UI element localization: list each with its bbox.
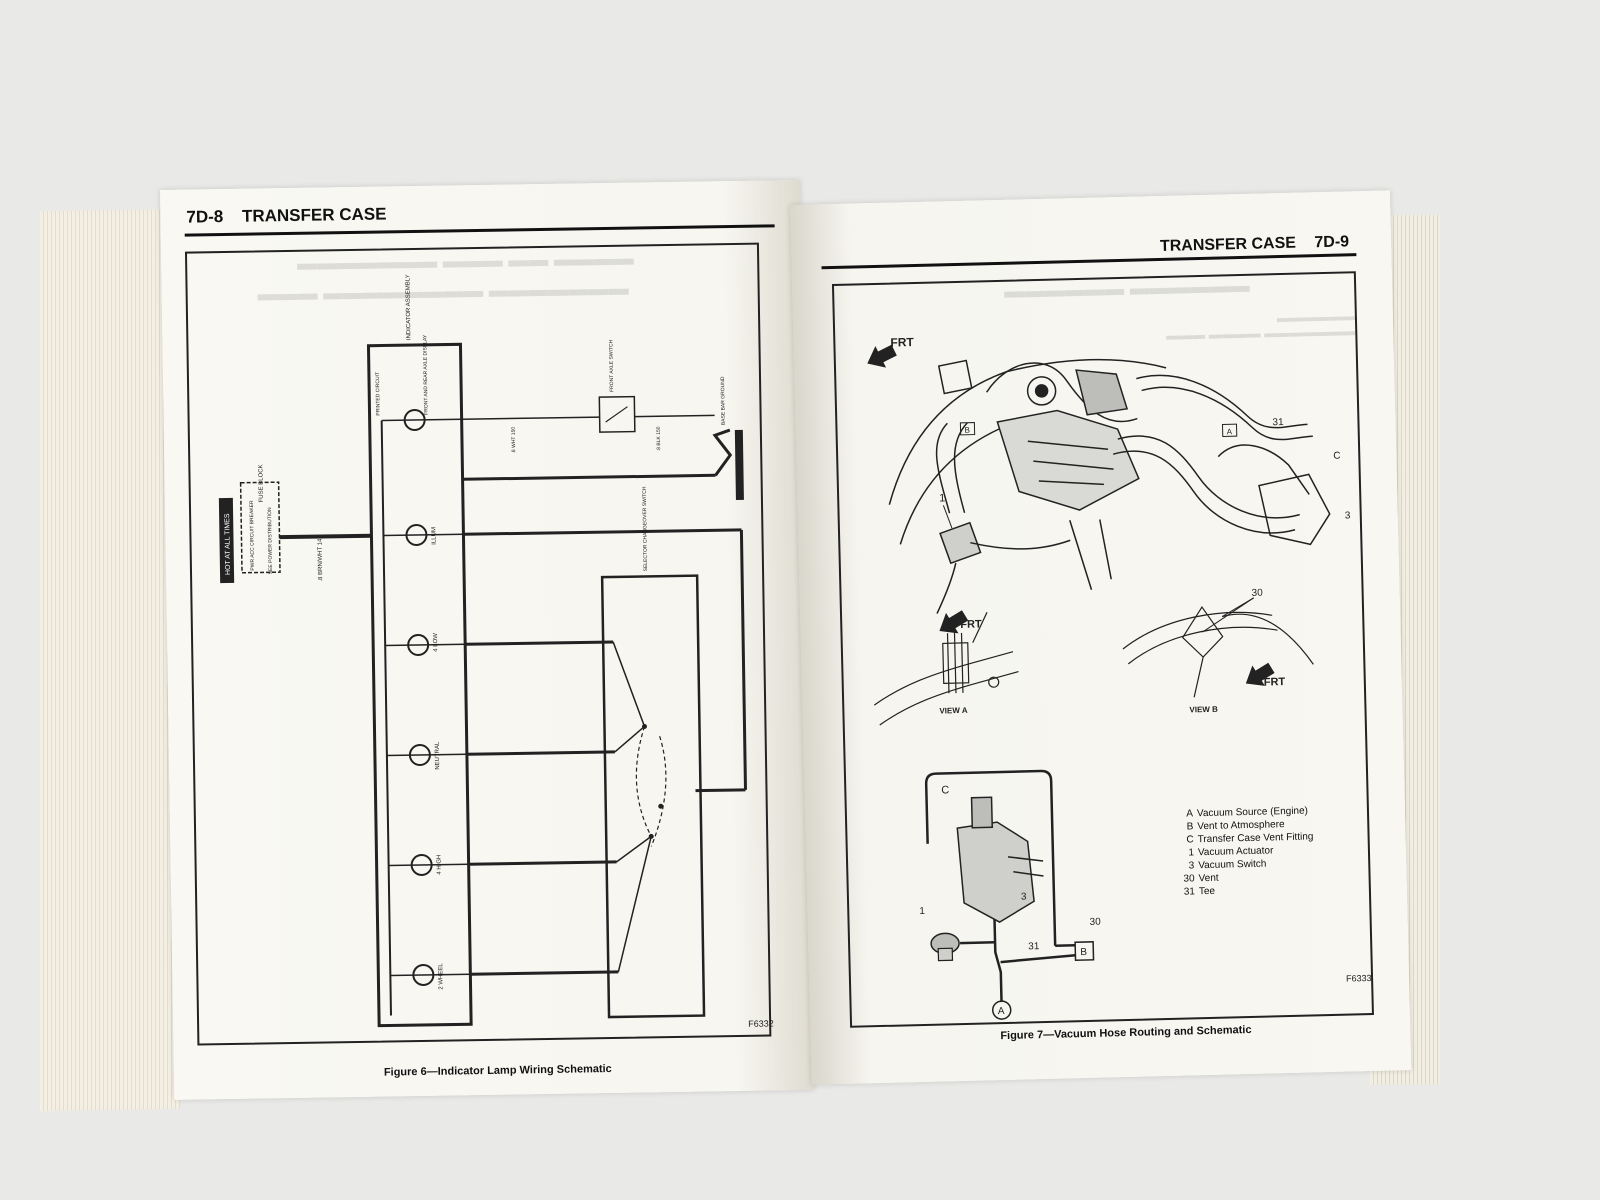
- callout-1-engine: 1: [939, 492, 945, 504]
- wiring-schematic: HOT AT ALL TIMES FUSE BLOCK PWR ACC CIRC…: [218, 274, 747, 1028]
- engine-drawing: [888, 358, 1331, 614]
- fuse-block-label: FUSE BLOCK: [258, 464, 265, 502]
- right-figure-caption: Figure 7—Vacuum Hose Routing and Schemat…: [1000, 1023, 1252, 1043]
- lamp-label-3: NEUTRAL: [435, 741, 441, 770]
- lamp-label-1: ILLUM: [431, 527, 437, 545]
- frt-label-view-b: FRT: [1264, 676, 1286, 689]
- vacuum-hose-frame: ▬▬▬▬▬▬ ▬▬▬▬▬▬ ▬▬▬▬▬▬▬ ▬▬▬▬ ▬▬▬ ▬▬▬▬▬▬ FR…: [831, 271, 1374, 1028]
- lamp-label-4: 4 HIGH: [436, 855, 442, 875]
- lamp-4-low: 4 LOW: [385, 633, 466, 657]
- right-page: TRANSFER CASE 7D-9 ▬▬▬▬▬▬ ▬▬▬▬▬▬ ▬▬▬▬▬▬▬…: [790, 190, 1412, 1085]
- main-wire-label: .8 BRN/WHT 141: [317, 535, 324, 582]
- callout-c-schematic: C: [941, 784, 949, 796]
- view-a-detail: [873, 612, 1019, 726]
- vacuum-hose-illustration: FRT: [867, 335, 1351, 1020]
- vent-b-letter: B: [1080, 947, 1087, 958]
- lamp-label-0: FRONT AND REAR AXLE DISPLAY: [422, 334, 429, 415]
- lamp-neutral: NEUTRAL: [386, 741, 467, 770]
- lamp-4-high: 4 HIGH: [388, 853, 469, 876]
- callout-3-engine: 3: [1345, 510, 1351, 521]
- right-header-rule: [821, 253, 1357, 270]
- lamp-label-5: 2 WHEEL: [438, 963, 444, 990]
- hot-label: HOT AT ALL TIMES: [224, 513, 232, 575]
- left-section-title: TRANSFER CASE: [241, 204, 387, 226]
- left-figure-caption: Figure 6—Indicator Lamp Wiring Schematic: [383, 1063, 612, 1079]
- view-b-label: VIEW B: [1189, 705, 1218, 715]
- ground-label: BASE BAR GROUND: [720, 376, 727, 425]
- vacuum-switch-drawing: [956, 796, 1044, 923]
- printed-circuit-label: PRINTED CIRCUIT: [375, 372, 382, 416]
- left-figure-code: F6332: [748, 1018, 774, 1029]
- frt-label-top: FRT: [890, 335, 914, 350]
- view-a-label: VIEW A: [939, 706, 968, 716]
- right-page-header: TRANSFER CASE 7D-9: [1160, 233, 1350, 256]
- right-section-title: TRANSFER CASE: [1159, 234, 1297, 255]
- bleed-through-text: ▬▬▬▬▬▬▬ ▬▬▬▬ ▬▬▬ ▬▬▬▬▬▬: [1166, 313, 1356, 348]
- book-page-edges-left: [40, 208, 180, 1112]
- selector-switch-label: SELECTOR CHANGEOVER SWITCH: [642, 486, 649, 571]
- lamp-front-rear: FRONT AND REAR AXLE DISPLAY: [381, 334, 462, 432]
- wire-blk-label: .8 BLK 150: [656, 426, 662, 451]
- left-page: 7D-8 TRANSFER CASE ▬▬▬▬ ▬▬ ▬▬▬ ▬▬▬▬▬▬▬ ▬…: [160, 179, 815, 1100]
- callout-31-schematic: 31: [1028, 941, 1040, 952]
- power-dist-label: SEE POWER DISTRIBUTION: [267, 507, 274, 574]
- view-b-marker: [959, 422, 976, 436]
- vacuum-schematic: [924, 769, 1076, 1003]
- callout-1-schematic: 1: [919, 906, 925, 917]
- view-b-marker-letter: B: [964, 426, 970, 435]
- left-page-header: 7D-8 TRANSFER CASE: [186, 204, 386, 227]
- lamp-2-wheel: 2 WHEEL: [390, 963, 471, 990]
- wire-wht-label: .8 WHT 150: [511, 427, 517, 454]
- vacuum-actuator-drawing: [930, 932, 960, 962]
- lamp-label-2: 4 LOW: [433, 633, 439, 652]
- right-figure-code: F6333: [1345, 973, 1372, 984]
- callout-30-schematic: 30: [1089, 917, 1101, 928]
- left-page-number: 7D-8: [186, 207, 224, 227]
- frt-label-view-a: FRT: [960, 618, 982, 631]
- frt-arrow-top: FRT: [867, 335, 915, 368]
- right-page-number: 7D-9: [1314, 233, 1350, 252]
- view-b-detail: [1122, 605, 1314, 698]
- source-a-letter: A: [998, 1006, 1005, 1017]
- view-a-marker: [1221, 423, 1238, 438]
- callout-3-schematic: 3: [1021, 891, 1027, 902]
- source-a-circle: [991, 1000, 1012, 1020]
- indicator-assembly-label: INDICATOR ASSEMBLY: [405, 274, 412, 340]
- breaker-label: PWR ACC CIRCUIT BREAKER: [249, 500, 256, 571]
- lamp-illum: ILLUM: [383, 524, 464, 547]
- callout-31-engine: 31: [1272, 417, 1284, 428]
- axle-switch-label: FRONT AXLE SWITCH: [608, 339, 615, 392]
- wiring-schematic-frame: ▬▬▬▬ ▬▬ ▬▬▬ ▬▬▬▬▬▬▬ ▬▬▬▬▬▬▬ ▬▬▬▬▬▬▬▬ ▬▬▬…: [184, 242, 772, 1046]
- callout-c-engine: C: [1333, 451, 1341, 462]
- view-a-marker-letter: A: [1227, 427, 1233, 436]
- callout-30-view-b: 30: [1251, 588, 1263, 599]
- vent-b-box: [1074, 941, 1095, 962]
